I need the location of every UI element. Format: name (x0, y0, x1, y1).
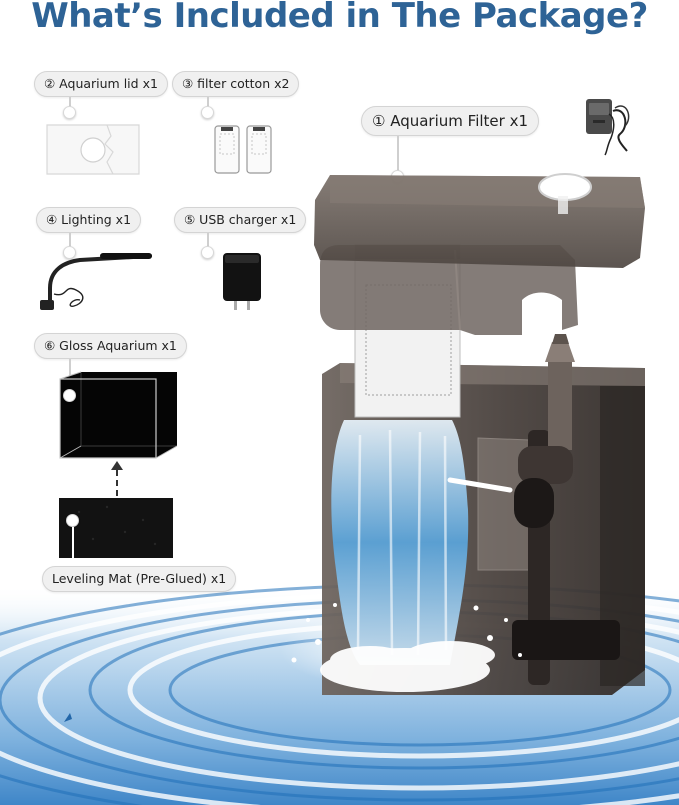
aquarium-lid-icon (46, 124, 140, 175)
label-gloss-aquarium: ⑥ Gloss Aquarium x1 (34, 333, 187, 359)
power-adapter-icon (586, 99, 630, 156)
leveling-mat-icon (59, 498, 173, 558)
label-filter-cotton: ③ filter cotton x2 (172, 71, 300, 97)
label-usb-charger: ⑤ USB charger x1 (174, 207, 307, 233)
label-leveling-mat: Leveling Mat (Pre-Glued) x1 (42, 566, 237, 592)
headline-title: What’s Included in The Package? (31, 0, 648, 36)
hang-on-filter-icon (291, 173, 645, 695)
label-aquarium-lid: ② Aquarium lid x1 (34, 71, 168, 97)
filter-cotton-icon (214, 125, 272, 174)
label-lighting: ④ Lighting x1 (36, 207, 142, 233)
gooseneck-light-icon (40, 253, 152, 310)
usb-charger-icon (223, 253, 261, 310)
label-aquarium-filter: ① Aquarium Filter x1 (361, 106, 539, 136)
arrow-up-icon (111, 461, 123, 470)
glass-tank-icon (59, 371, 178, 459)
